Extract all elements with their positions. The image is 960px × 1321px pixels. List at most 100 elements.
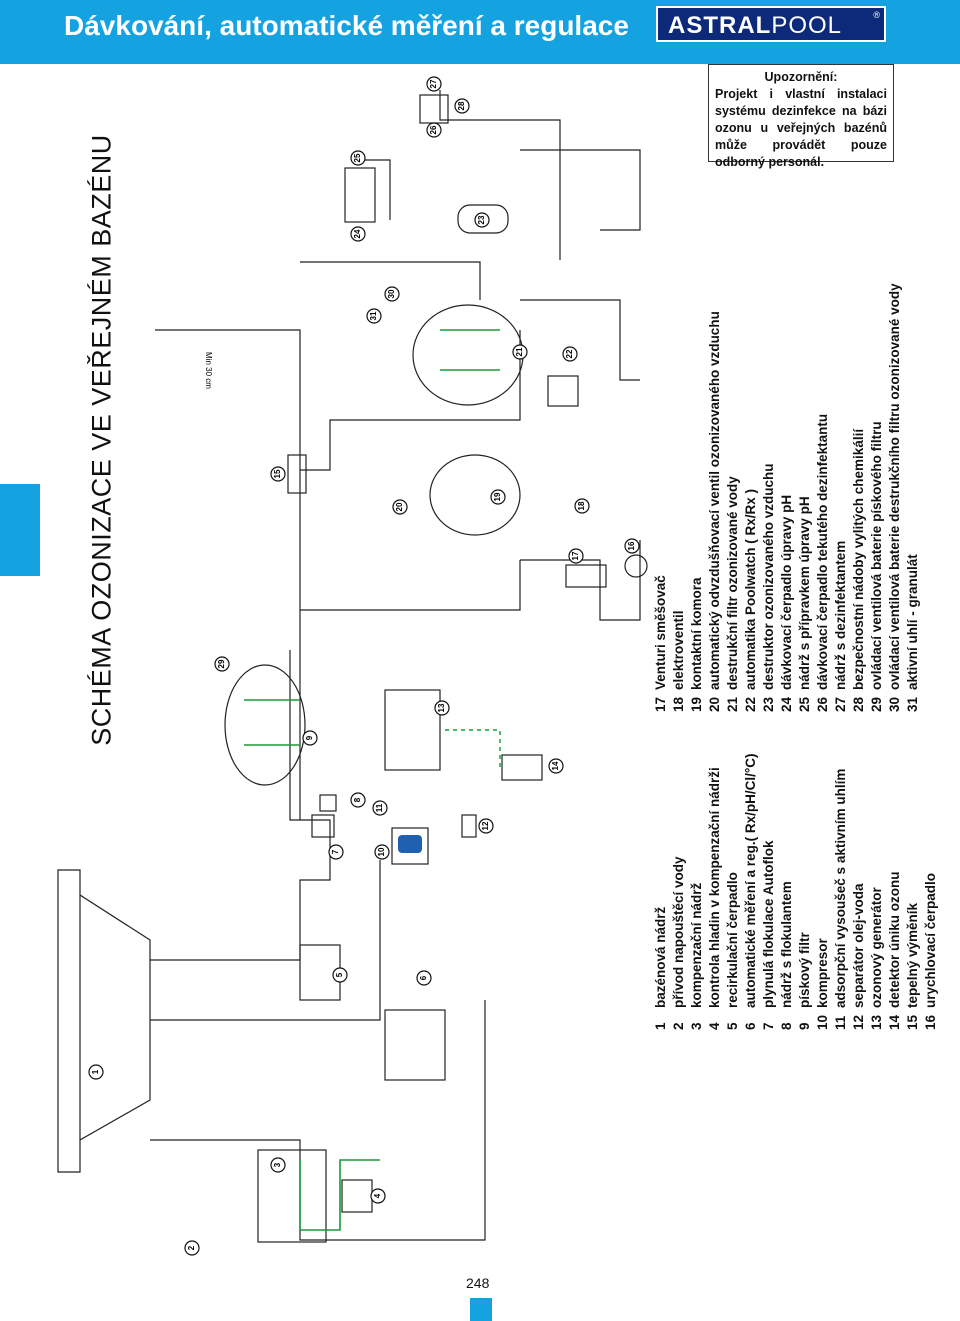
legend-number: 12 (851, 1014, 866, 1030)
pool-basin (57, 869, 151, 1173)
legend-item: 13 ozonový generátor (868, 754, 886, 1030)
marker-19: 19 (490, 489, 506, 505)
svg-text:23: 23 (477, 215, 486, 224)
legend-label: kontaktní komora (689, 577, 704, 690)
legend-label: destruktor ozonizovaného vzduchu (761, 463, 776, 690)
svg-text:18: 18 (577, 501, 586, 510)
marker-10: 10 (374, 844, 390, 860)
legend-number: 7 (761, 1022, 776, 1030)
legend-number: 5 (725, 1022, 740, 1030)
svg-text:3: 3 (273, 1162, 282, 1167)
svg-text:1: 1 (91, 1069, 100, 1074)
legend-number: 16 (923, 1014, 938, 1030)
air-destructor (457, 204, 509, 234)
legend-item: 20 automatický odvzdušňovací ventil ozoni… (706, 283, 724, 712)
ozone-generator (384, 689, 441, 771)
legend-number: 28 (851, 696, 866, 712)
legend-number: 26 (815, 696, 830, 712)
legend-number: 29 (869, 696, 884, 712)
svg-text:2: 2 (187, 1245, 196, 1250)
legend-number: 6 (743, 1022, 758, 1030)
legend-item: 14 detektor úniku ozonu (886, 754, 904, 1031)
disinfectant-tank (419, 94, 449, 124)
svg-text:22: 22 (565, 349, 574, 358)
legend-label: destrukční filtr ozonizované vody (725, 476, 740, 690)
legend-label: bazénová nádrž (653, 906, 668, 1008)
dosing-station (344, 167, 376, 223)
sand-filter (224, 664, 306, 786)
legend-label: detektor úniku ozonu (887, 871, 902, 1009)
marker-7: 7 (328, 844, 344, 860)
pipe-poolwatch (520, 299, 640, 381)
svg-text:4: 4 (373, 1193, 382, 1198)
marker-27: 27 (426, 76, 442, 92)
svg-text:15: 15 (273, 469, 282, 478)
destruction-filter (412, 304, 524, 406)
svg-text:12: 12 (481, 821, 490, 830)
svg-text:21: 21 (515, 347, 524, 356)
poolwatch (547, 375, 579, 407)
marker-12: 12 (478, 818, 494, 834)
marker-14: 14 (548, 758, 564, 774)
legend-number: 8 (779, 1022, 794, 1030)
legend-label: ozonový generátor (869, 887, 884, 1008)
pipe-chem (439, 90, 561, 260)
legend-number: 27 (833, 696, 848, 712)
svg-text:11: 11 (375, 803, 384, 812)
legend-item: 7 plynulá flokulace Autoflok (760, 754, 778, 1030)
svg-text:30: 30 (387, 289, 396, 298)
logo-text-light: POOL (771, 12, 843, 39)
legend-number: 20 (707, 696, 722, 712)
legend-number: 25 (797, 696, 812, 712)
legend-number: 19 (689, 696, 704, 712)
pipe-inlet-top (155, 329, 301, 820)
marker-31: 31 (366, 308, 382, 324)
page-header: Dávkování, automatické měření a regulace… (0, 0, 960, 64)
legend-label: automatika Poolwatch ( Rx/Rx ) (743, 488, 758, 690)
legend-number: 13 (869, 1014, 884, 1030)
legend-number: 14 (887, 1014, 902, 1030)
leak-detector (501, 754, 543, 781)
marker-6: 6 (416, 970, 432, 986)
marker-23: 23 (474, 212, 490, 228)
legend-label: plynulá flokulace Autoflok (761, 840, 776, 1008)
pipe-dosing (360, 159, 391, 220)
legend-label: elektroventil (671, 610, 686, 690)
logo-text: ASTRALPOOL (668, 12, 842, 40)
warning-title: Upozornění: (764, 70, 838, 84)
svg-text:6: 6 (419, 975, 428, 980)
pipe-to-contact (300, 560, 521, 611)
marker-24: 24 (350, 226, 366, 242)
svg-text:29: 29 (217, 659, 226, 668)
legend-number: 22 (743, 696, 758, 712)
marker-3: 3 (270, 1157, 286, 1173)
warning-text: Projekt i vlastní instalaci systému dezi… (715, 87, 887, 169)
marker-22: 22 (562, 346, 578, 362)
marker-28: 28 (454, 98, 470, 114)
svg-text:24: 24 (353, 229, 362, 238)
legend-number: 11 (833, 1015, 848, 1030)
legend-item: 22 automatika Poolwatch ( Rx/Rx ) (742, 283, 760, 712)
legend-label: aktivní uhlí - granulát (905, 554, 920, 690)
marker-26: 26 (426, 122, 442, 138)
legend-label: Venturi směšovač (653, 575, 668, 690)
legend-label: adsorpční vysoušeč s aktivním uhlím (833, 768, 848, 1008)
legend-label: automatický odvzdušňovací ventil ozonizo… (707, 311, 722, 690)
marker-30: 30 (384, 286, 400, 302)
pipe-destruct (300, 261, 481, 300)
svg-text:7: 7 (331, 849, 340, 854)
svg-text:13: 13 (437, 703, 446, 712)
